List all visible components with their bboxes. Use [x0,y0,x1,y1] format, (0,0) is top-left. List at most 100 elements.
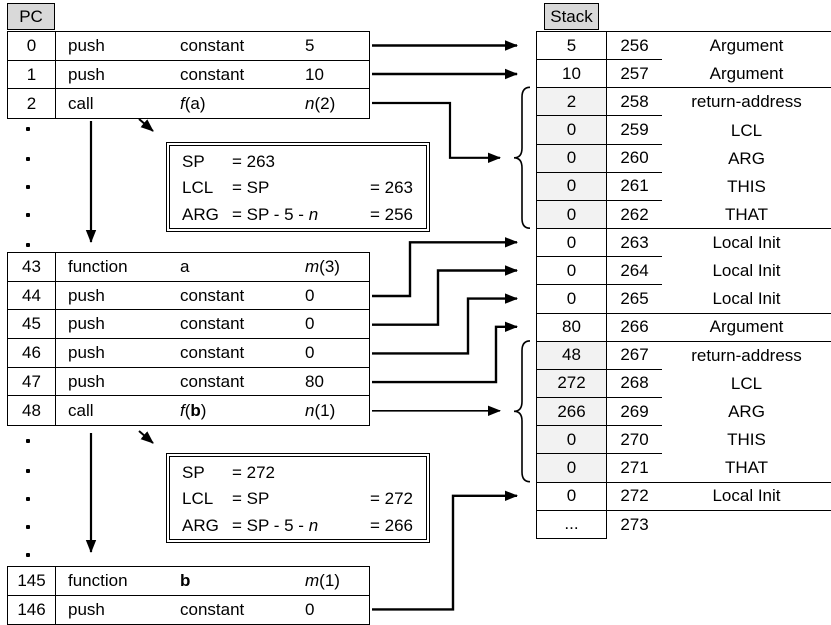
text-part: Local Init [712,288,781,308]
text-part: (2) [314,93,336,113]
text-part: (3) [319,256,340,276]
text-part: m [305,256,320,276]
text-part: n [308,204,319,224]
pc-cell: 44 [8,281,56,310]
text-part: 0 [566,288,577,308]
text-part: 5 [305,35,315,55]
text-part: 273 [620,514,649,534]
label-cell: Argument [662,314,831,342]
value-cell: 0 [536,229,607,258]
label-cell: Local Init [662,229,831,257]
text-part: constant [180,600,245,620]
arg1-cell: constant [180,596,305,625]
text-part: n [308,515,319,535]
arrow-pc47-to-addr266 [372,321,518,384]
sp-box-value: = 256 [370,205,426,225]
text-part: 0 [566,148,577,168]
text-part: 0 [566,176,577,196]
label-cell: return-address [662,88,831,116]
arg2-cell: m(3) [305,253,369,281]
text-part: = SP - 5 - [232,204,309,224]
text-part: push [68,64,105,84]
label-cell: THAT [662,201,831,230]
label-cell: Local Init [662,483,831,511]
text-part: 260 [620,148,649,168]
address-cell: 273 [607,511,662,539]
text-part: 0 [566,429,577,449]
opcode-cell: push [56,61,180,89]
text-part: a [180,256,190,276]
text-part: 272 [557,373,586,393]
pc-cell: 45 [8,310,56,339]
opcode-cell: function [56,567,180,595]
label-cell: ARG [662,145,831,173]
address-cell: 256 [607,32,662,61]
text-part: m [305,570,320,590]
text-part: 1 [26,64,37,84]
arg2-cell: 0 [305,339,369,367]
sp-box-value: = 266 [370,516,426,536]
text-part: b [190,400,201,420]
text-part: push [68,371,105,391]
stack-row: 266 269 ARG [536,398,831,427]
opcode-cell: push [56,282,180,310]
text-part: 0 [566,486,577,506]
sp-box-expr: = SP [232,489,370,509]
pc-cell: 46 [8,339,56,367]
value-cell: 5 [536,32,607,61]
text-part: push [68,35,105,55]
value-cell: 0 [536,172,607,201]
text-part: = 263 [370,178,414,198]
sp-box-expr: = 263 [232,152,370,172]
text-part: 0 [566,457,577,477]
text-part: 0 [26,35,37,55]
value-cell: ... [536,510,607,539]
address-cell: 262 [607,201,662,230]
text-part: 264 [620,260,649,280]
opcode-cell: push [56,368,180,396]
label-cell: THIS [662,426,831,454]
opcode-cell: function [56,253,180,281]
text-part: Argument [709,63,784,83]
sp-box-label: SP [182,152,232,172]
text-part: THAT [724,204,769,224]
text-part: 269 [620,401,649,421]
arg2-cell: 10 [305,61,369,89]
text-part: 265 [620,288,649,308]
pc-column-header: PC [7,3,55,30]
text-part: 146 [17,600,46,620]
value-cell: 266 [536,398,607,427]
arg2-cell: 0 [305,282,369,310]
text-part: 0 [305,314,315,334]
sp-box-label: SP [182,463,232,483]
stack-row: 0 265 Local Init [536,285,831,314]
pc-cell: 1 [8,60,56,89]
label-cell: ARG [662,398,831,426]
text-part: constant [180,371,245,391]
text-part: function [68,256,128,276]
address-cell: 267 [607,342,662,370]
pc-cell: 146 [8,595,56,625]
brace-frame-267-271 [513,340,531,483]
text-part: push [68,600,105,620]
continuation-dot [26,497,30,501]
arg2-cell: n(1) [305,396,369,425]
arg2-cell: 80 [305,368,369,396]
arg1-cell: constant [180,339,305,367]
text-part: return-address [691,345,802,365]
pc-cell: 48 [8,396,56,426]
arrow-pc45-to-addr264 [372,265,518,326]
